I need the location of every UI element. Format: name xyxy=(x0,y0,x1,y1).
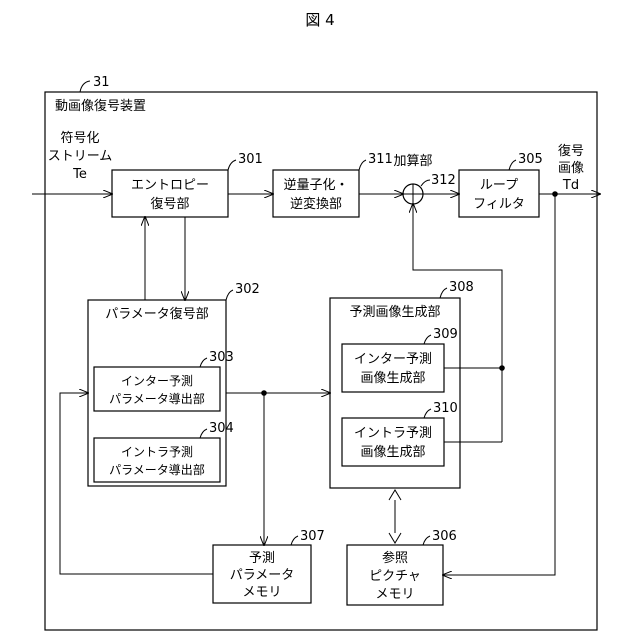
svg-text:メモリ: メモリ xyxy=(242,585,281,600)
svg-text:パラメータ: パラメータ xyxy=(230,568,295,583)
inter-gen-ref: 309 xyxy=(433,327,458,342)
device-label: 動画像復号装置 xyxy=(55,98,146,114)
svg-text:パラメータ復号部: パラメータ復号部 xyxy=(105,306,209,322)
svg-text:予測画像生成部: 予測画像生成部 xyxy=(349,305,440,320)
inter-param-ref: 303 xyxy=(209,350,234,365)
svg-text:復号部: 復号部 xyxy=(150,196,189,212)
intra-gen-ref: 310 xyxy=(433,401,458,416)
output-line-1: 復号 xyxy=(558,143,584,159)
svg-text:画像生成部: 画像生成部 xyxy=(360,371,425,386)
adder-label: 加算部 xyxy=(393,154,432,169)
svg-text:イントラ予測: イントラ予測 xyxy=(354,426,432,441)
svg-text:逆量子化・: 逆量子化・ xyxy=(283,177,348,193)
svg-text:ピクチャ: ピクチャ xyxy=(369,569,421,584)
svg-text:パラメータ導出部: パラメータ導出部 xyxy=(109,462,205,477)
svg-text:パラメータ導出部: パラメータ導出部 xyxy=(109,391,205,406)
entropy-decoder-block: エントロピー 復号部 301 xyxy=(112,152,263,217)
loop-filter-block: ループ フィルタ 305 xyxy=(459,152,543,217)
adder-ref: 312 xyxy=(431,173,456,188)
svg-text:逆変換部: 逆変換部 xyxy=(290,196,342,212)
svg-text:イントラ予測: イントラ予測 xyxy=(121,445,193,459)
ref-memory-block: 参照 ピクチャ メモリ 306 xyxy=(347,529,457,605)
pred-gen-ref: 308 xyxy=(449,280,474,295)
junction-dot xyxy=(499,365,505,371)
ref-memory-ref: 306 xyxy=(432,529,457,544)
svg-text:ループ: ループ xyxy=(480,178,518,193)
intra-param-ref: 304 xyxy=(209,421,234,436)
svg-text:画像生成部: 画像生成部 xyxy=(360,445,425,460)
svg-text:フィルタ: フィルタ xyxy=(473,197,525,212)
input-line-3: Te xyxy=(72,167,87,182)
device-ref-leader xyxy=(80,81,90,92)
pred-memory-ref: 307 xyxy=(300,529,325,544)
pred-memory-block: 予測 パラメータ メモリ 307 xyxy=(213,529,325,603)
figure-title: 図 4 xyxy=(305,11,334,29)
input-label: 符号化 ストリーム Te xyxy=(48,130,113,182)
entropy-ref: 301 xyxy=(238,152,263,167)
svg-text:予測: 予測 xyxy=(249,551,275,566)
param-decoder-ref: 302 xyxy=(235,282,260,297)
dequant-block: 逆量子化・ 逆変換部 311 xyxy=(273,152,393,217)
loop-filter-ref: 305 xyxy=(518,152,543,167)
input-line-1: 符号化 xyxy=(60,130,99,146)
output-label: 復号 画像 Td xyxy=(558,143,584,193)
svg-text:インター予測: インター予測 xyxy=(354,352,432,367)
svg-text:エントロピー: エントロピー xyxy=(131,178,209,193)
junction-dot xyxy=(261,390,267,396)
junction-dot xyxy=(552,191,558,197)
device-ref: 31 xyxy=(93,75,110,90)
svg-text:インター予測: インター予測 xyxy=(121,374,193,388)
svg-text:メモリ: メモリ xyxy=(375,587,414,602)
svg-text:参照: 参照 xyxy=(382,550,408,566)
input-line-2: ストリーム xyxy=(48,149,113,164)
adder: 加算部 312 xyxy=(393,154,455,204)
output-line-3: Td xyxy=(562,178,579,193)
dequant-ref: 311 xyxy=(368,152,393,167)
output-line-2: 画像 xyxy=(558,161,584,176)
